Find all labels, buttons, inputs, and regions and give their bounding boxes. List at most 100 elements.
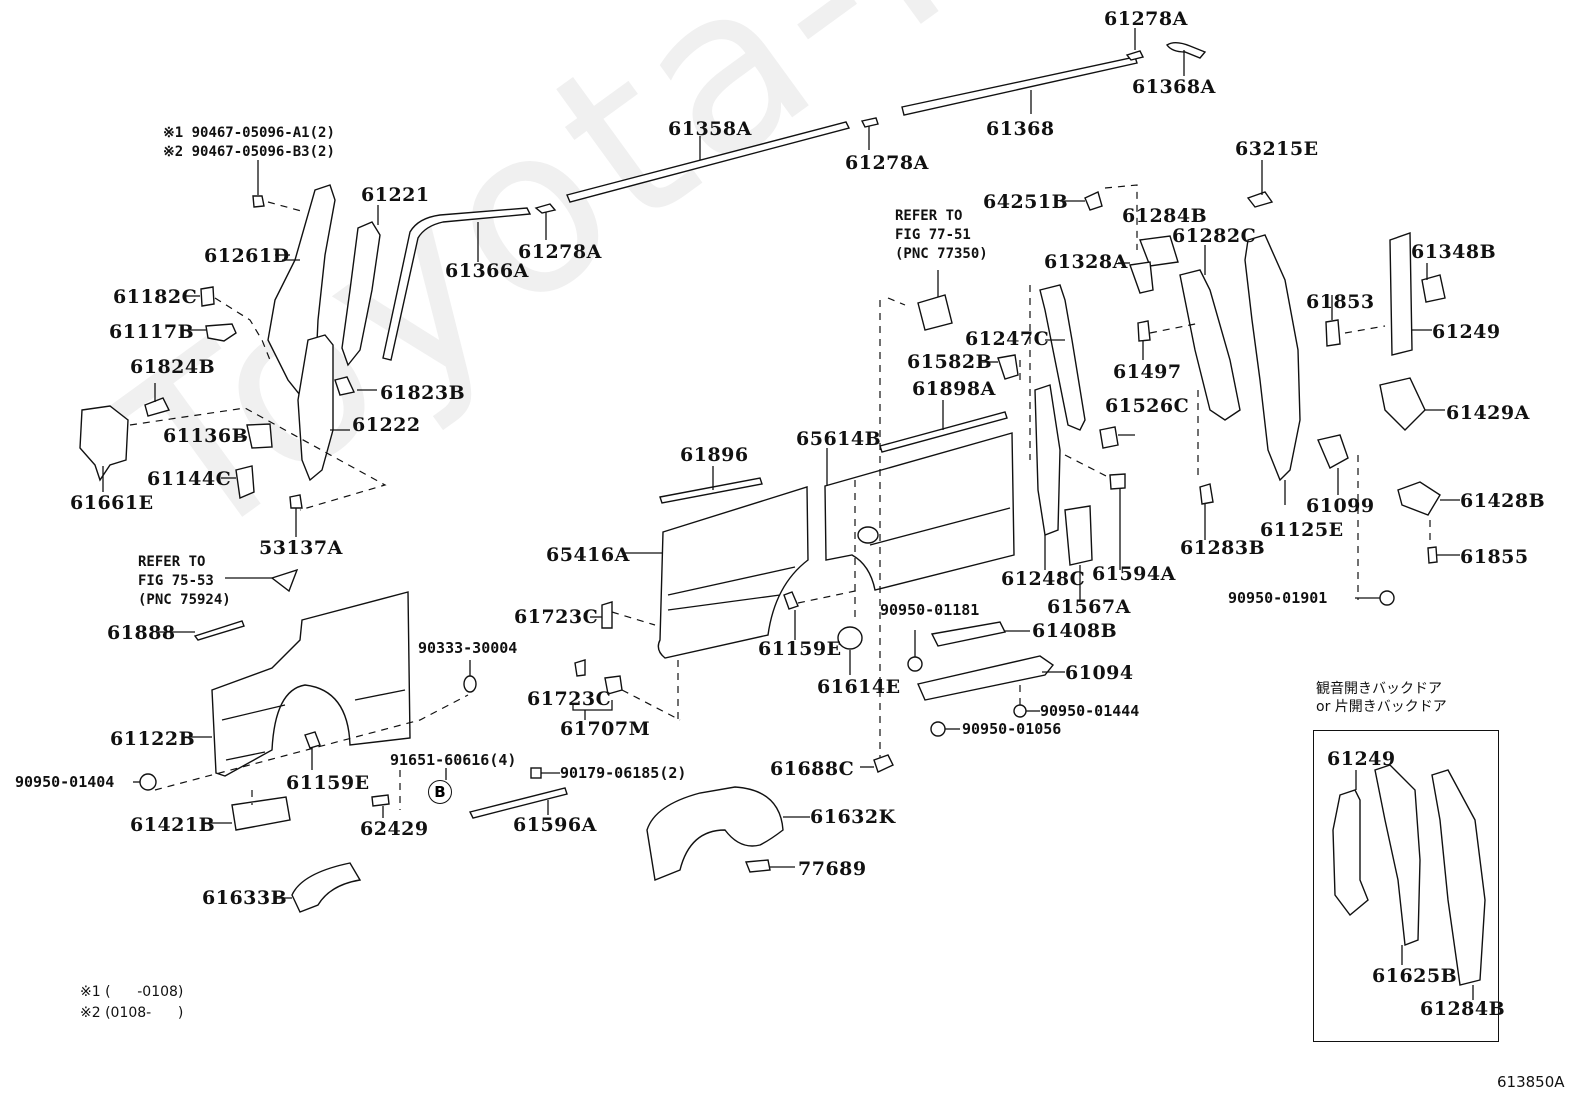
label-77689[interactable]: 77689: [798, 858, 867, 880]
label-61823B[interactable]: 61823B: [380, 382, 466, 404]
label-61328A[interactable]: 61328A: [1044, 251, 1128, 273]
label-61094[interactable]: 61094: [1065, 662, 1134, 684]
inset-pillar-drawings: [1332, 764, 1486, 1000]
door-small-parts: [572, 300, 894, 773]
label-61594A[interactable]: 61594A: [1092, 563, 1176, 585]
label-61853[interactable]: 61853: [1306, 291, 1375, 313]
label-61596A[interactable]: 61596A: [513, 814, 597, 836]
part-61094-drawing: [917, 655, 1065, 701]
label-61661E[interactable]: 61661E: [70, 492, 154, 514]
refer-note-75924-line1: REFER TO: [138, 554, 206, 570]
label-90179-06185[interactable]: 90179-06185(2): [560, 764, 687, 782]
ref-badge-b: B: [428, 780, 452, 804]
label-61633B[interactable]: 61633B: [202, 887, 288, 909]
label-90950-01056[interactable]: 90950-01056: [962, 720, 1062, 738]
label-61221[interactable]: 61221: [361, 184, 430, 206]
part-65416A-drawing: [624, 486, 809, 659]
label-61283B[interactable]: 61283B: [1180, 537, 1266, 559]
label-63215E[interactable]: 63215E: [1235, 138, 1319, 160]
label-61898A[interactable]: 61898A: [912, 378, 996, 400]
inset-label-61284B[interactable]: 61284B: [1420, 998, 1506, 1020]
label-61582B[interactable]: 61582B: [907, 351, 993, 373]
label-61358A[interactable]: 61358A: [668, 118, 752, 140]
label-61282C[interactable]: 61282C: [1172, 225, 1257, 247]
label-61428B[interactable]: 61428B: [1460, 490, 1546, 512]
label-65416A[interactable]: 65416A: [546, 544, 630, 566]
label-61348B[interactable]: 61348B: [1411, 241, 1497, 263]
label-61278A-top[interactable]: 61278A: [1104, 8, 1188, 30]
label-90950-01181[interactable]: 90950-01181: [880, 601, 980, 619]
part-61632K-drawing: [646, 786, 810, 881]
label-90950-01444[interactable]: 90950-01444: [1040, 702, 1140, 720]
label-61182C[interactable]: 61182C: [113, 286, 198, 308]
part-61368-drawing: [901, 56, 1138, 116]
label-61497[interactable]: 61497: [1113, 361, 1182, 383]
part-61247C-drawing: [1039, 284, 1086, 431]
part-61248C-drawing: [1034, 384, 1061, 570]
label-61723C-a[interactable]: 61723C: [514, 606, 599, 628]
label-61249[interactable]: 61249: [1432, 321, 1501, 343]
label-90950-01901[interactable]: 90950-01901: [1228, 589, 1328, 607]
label-61368A[interactable]: 61368A: [1132, 76, 1216, 98]
part-61125E-drawing: [1244, 234, 1301, 505]
label-61421B[interactable]: 61421B: [130, 814, 216, 836]
label-61248C[interactable]: 61248C: [1001, 568, 1086, 590]
label-90333-30004[interactable]: 90333-30004: [418, 639, 518, 657]
inset-title-2: or 片開きバックドア: [1316, 699, 1447, 715]
label-61144C[interactable]: 61144C: [147, 468, 232, 490]
label-61723C-b[interactable]: 61723C: [527, 688, 612, 710]
label-61368[interactable]: 61368: [986, 118, 1055, 140]
label-61278A-left[interactable]: 61278A: [518, 241, 602, 263]
part-61896-drawing: [659, 466, 763, 504]
part-61408B-drawing: [930, 621, 1030, 647]
label-61366A[interactable]: 61366A: [445, 260, 529, 282]
leader-lines-left: [102, 160, 387, 537]
small-parts-lower-left: [133, 660, 568, 831]
label-90950-01404[interactable]: 90950-01404: [15, 773, 115, 791]
label-64251B[interactable]: 64251B: [983, 191, 1069, 213]
label-61117B[interactable]: 61117B: [109, 321, 195, 343]
label-53137A[interactable]: 53137A: [259, 537, 343, 559]
label-62429[interactable]: 62429: [360, 818, 429, 840]
label-61122B[interactable]: 61122B: [110, 728, 196, 750]
label-61408B[interactable]: 61408B: [1032, 620, 1118, 642]
figure-code: 613850A: [1497, 1073, 1565, 1091]
label-61429A[interactable]: 61429A: [1446, 402, 1530, 424]
inset-label-61249[interactable]: 61249: [1327, 748, 1396, 770]
inset-label-61625B[interactable]: 61625B: [1372, 965, 1458, 987]
label-61278A-mid[interactable]: 61278A: [845, 152, 929, 174]
fasteners-sill: [907, 630, 1040, 737]
label-61247C[interactable]: 61247C: [965, 328, 1050, 350]
label-61824B[interactable]: 61824B: [130, 356, 216, 378]
ref-75924-triangle: [225, 568, 299, 593]
part-61122B-drawing: [185, 591, 411, 777]
label-61222[interactable]: 61222: [352, 414, 421, 436]
bolt-note-1: ※1 90467-05096-A1(2): [163, 125, 335, 141]
label-65614B[interactable]: 65614B: [796, 428, 882, 450]
part-61282C-drawing: [1179, 245, 1241, 421]
label-61099[interactable]: 61099: [1306, 495, 1375, 517]
label-61614E[interactable]: 61614E: [817, 676, 901, 698]
label-61855[interactable]: 61855: [1460, 546, 1529, 568]
label-61261D[interactable]: 61261D: [204, 245, 290, 267]
label-61284B[interactable]: 61284B: [1122, 205, 1208, 227]
label-91651-60616[interactable]: 91651-60616(4): [390, 751, 517, 769]
refer-note-75924-line2: FIG 75-53: [138, 573, 214, 589]
label-61526C[interactable]: 61526C: [1105, 395, 1190, 417]
label-61136B[interactable]: 61136B: [163, 425, 249, 447]
footnote-2: ※2 (0108- ): [80, 1005, 184, 1021]
label-61159E-a[interactable]: 61159E: [758, 638, 842, 660]
label-61632K[interactable]: 61632K: [810, 806, 896, 828]
label-61688C[interactable]: 61688C: [770, 758, 855, 780]
label-61125E[interactable]: 61125E: [1260, 519, 1344, 541]
label-61567A[interactable]: 61567A: [1047, 596, 1131, 618]
clip-61278A-drawings: [534, 28, 1145, 240]
refer-note-77350-line2: FIG 77-51: [895, 227, 971, 243]
label-61896[interactable]: 61896: [680, 444, 749, 466]
part-61633B-drawing: [275, 862, 362, 913]
label-61159E-b[interactable]: 61159E: [286, 772, 370, 794]
label-61707M[interactable]: 61707M: [560, 718, 651, 740]
label-61888[interactable]: 61888: [107, 622, 176, 644]
bolt-note-2: ※2 90467-05096-B3(2): [163, 144, 335, 160]
